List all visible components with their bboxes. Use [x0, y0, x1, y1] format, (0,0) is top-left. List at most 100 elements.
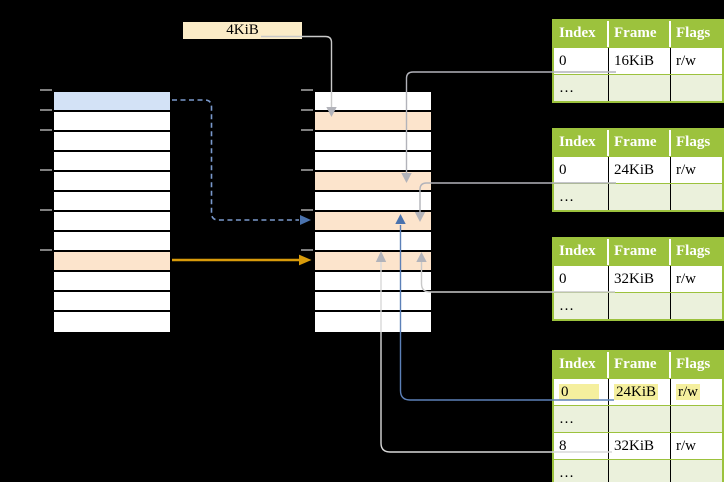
cell-index: 0 — [554, 48, 609, 74]
physical-frame-cell-6 — [315, 212, 431, 232]
physical-frame-cell-1 — [315, 112, 431, 132]
virtual-page-cell-0 — [54, 92, 170, 112]
column-header-flags: Flags — [676, 356, 711, 372]
address-tick-physical-5 — [301, 249, 313, 251]
page-table-2-row-1: … — [554, 183, 722, 210]
virtual-memory-column — [52, 90, 172, 334]
physical-frame-cell-10 — [315, 292, 431, 312]
physical-frame-cell-7 — [315, 232, 431, 252]
column-header-frame: Frame — [609, 239, 671, 265]
cell-frame — [609, 406, 671, 432]
page-table-1-row-1: … — [554, 74, 722, 101]
page-size-label-box: 4KiB — [183, 22, 302, 39]
highlighted-value: 24KiB — [614, 384, 659, 400]
address-tick-physical-0 — [301, 89, 313, 91]
cell-index: … — [554, 184, 609, 210]
column-header-frame: Frame — [609, 352, 671, 378]
page-table-4-row-1: … — [554, 405, 722, 432]
physical-frame-cell-8 — [315, 252, 431, 272]
physical-frame-cell-5 — [315, 192, 431, 212]
address-tick-virtual-0 — [40, 89, 52, 91]
virtual-page-orange-arrowhead-right-icon — [299, 254, 312, 266]
address-tick-physical-3 — [301, 169, 313, 171]
page-table-4-row-3: … — [554, 459, 722, 482]
cell-index: … — [554, 460, 609, 482]
column-header-frame: Frame — [609, 21, 671, 47]
virtual-page-cell-4 — [54, 172, 170, 192]
physical-memory-column — [313, 90, 433, 334]
virtual-page-cell-2 — [54, 132, 170, 152]
cell-index: … — [554, 406, 609, 432]
virtual-page-dashed-connector — [172, 99, 299, 221]
virtual-page-cell-10 — [54, 292, 170, 312]
column-header-flags: Flags — [676, 134, 711, 150]
virtual-page-cell-1 — [54, 112, 170, 132]
cell-index: 0 — [554, 157, 609, 183]
column-header-index: Index — [554, 21, 609, 47]
physical-frame-cell-4 — [315, 172, 431, 192]
virtual-page-cell-5 — [54, 192, 170, 212]
physical-frame-cell-0 — [315, 92, 431, 112]
address-tick-virtual-4 — [40, 209, 52, 211]
physical-frame-cell-2 — [315, 132, 431, 152]
cell-frame — [609, 460, 671, 482]
column-header-index: Index — [554, 352, 609, 378]
virtual-page-cell-6 — [54, 212, 170, 232]
column-header-flags: Flags — [676, 243, 711, 259]
page-size-label: 4KiB — [226, 22, 259, 38]
physical-frame-cell-3 — [315, 152, 431, 172]
cell-flags: r/w — [676, 162, 696, 178]
cell-frame: 24KiB — [609, 157, 671, 183]
address-tick-virtual-1 — [40, 109, 52, 111]
cell-index: 0 — [554, 266, 609, 292]
cell-index: 8 — [554, 433, 609, 459]
virtual-page-cell-11 — [54, 312, 170, 332]
cell-frame — [609, 75, 671, 101]
virtual-page-cell-8 — [54, 252, 170, 272]
cell-index: 0 — [554, 379, 609, 405]
virtual-page-cell-7 — [54, 232, 170, 252]
address-tick-physical-4 — [301, 209, 313, 211]
cell-flags: r/w — [676, 438, 696, 454]
column-header-frame: Frame — [609, 130, 671, 156]
column-header-flags: Flags — [676, 25, 711, 41]
virtual-page-cell-9 — [54, 272, 170, 292]
column-header-index: Index — [554, 130, 609, 156]
cell-frame: 24KiB — [609, 379, 671, 405]
cell-index: … — [554, 293, 609, 319]
cell-frame: 16KiB — [609, 48, 671, 74]
virtual-page-cell-3 — [54, 152, 170, 172]
page-table-4-row-0: 0 24KiB r/w — [554, 378, 722, 405]
address-tick-virtual-5 — [40, 249, 52, 251]
cell-flags — [671, 460, 722, 482]
cell-flags — [671, 293, 722, 319]
address-tick-physical-1 — [301, 109, 313, 111]
highlighted-value: 0 — [559, 384, 599, 400]
address-tick-virtual-3 — [40, 169, 52, 171]
cell-frame: 32KiB — [609, 433, 671, 459]
address-tick-virtual-2 — [40, 129, 52, 131]
physical-frame-cell-11 — [315, 312, 431, 332]
cell-frame — [609, 184, 671, 210]
cell-frame: 32KiB — [609, 266, 671, 292]
cell-flags — [671, 406, 722, 432]
cell-frame — [609, 293, 671, 319]
cell-flags: r/w — [671, 379, 722, 405]
address-tick-physical-2 — [301, 129, 313, 131]
highlighted-value: r/w — [676, 384, 700, 400]
cell-index: … — [554, 75, 609, 101]
physical-frame-cell-9 — [315, 272, 431, 292]
